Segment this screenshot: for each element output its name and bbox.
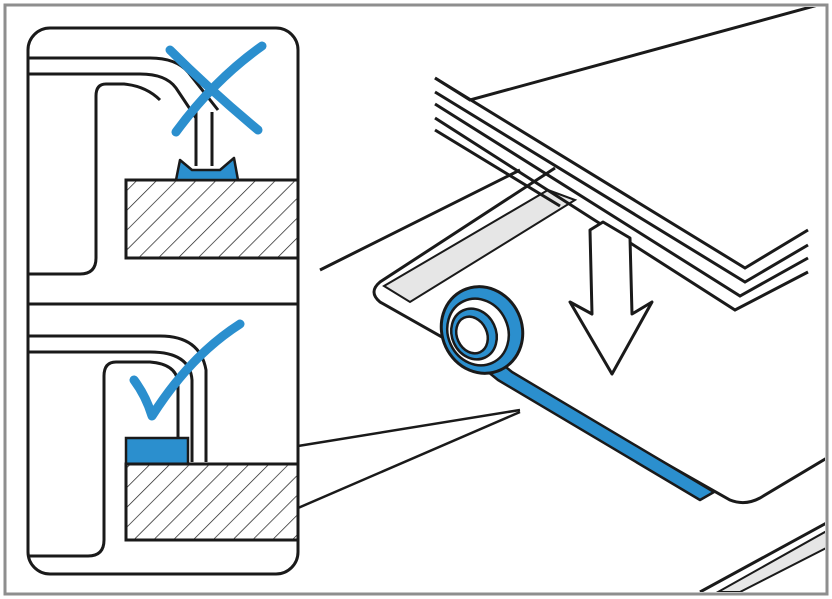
squashed-tape [174, 156, 240, 182]
callout-connector-top [297, 408, 521, 448]
tape-applied [124, 436, 190, 466]
panel-correct [28, 319, 298, 558]
main-scene [319, 7, 825, 592]
worktop-section [124, 462, 298, 542]
worktop-front-edge [699, 522, 825, 592]
worktop-cutout-back-edge [319, 168, 521, 272]
checkmark-icon [129, 319, 245, 421]
worktop-front-strip [715, 530, 825, 592]
worktop-section [124, 178, 298, 260]
panel-incorrect [28, 41, 298, 276]
cutout-rim-strip [382, 188, 578, 304]
callout-connector-bottom [297, 410, 521, 510]
cross-icon [165, 41, 267, 137]
down-arrow-icon [568, 220, 654, 376]
appliance-top-face [434, 76, 809, 270]
sealing-tape-roll [439, 285, 525, 375]
